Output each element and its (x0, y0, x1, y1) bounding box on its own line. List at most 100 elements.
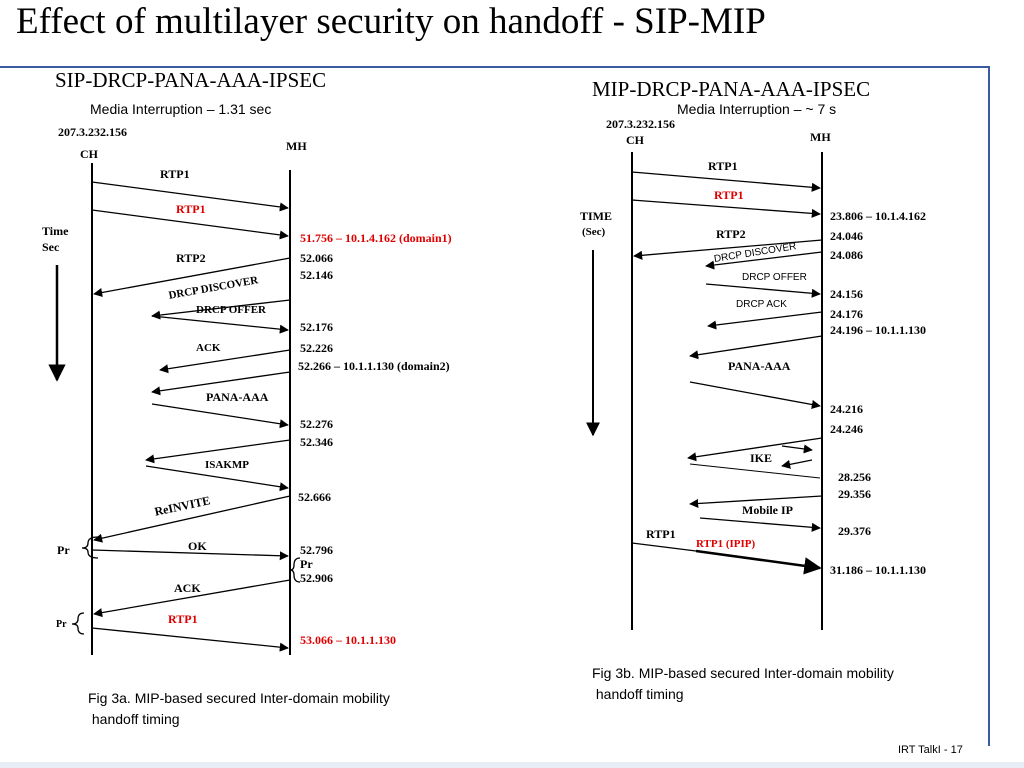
right-arrow-drcp-discover (705, 251, 823, 270)
left-header: SIP-DRCP-PANA-AAA-IPSEC (55, 68, 327, 92)
right-msg-pana: PANA-AAA (728, 359, 791, 373)
left-msg-ack2: ACK (174, 581, 201, 595)
right-arrow-pana-b (689, 381, 821, 409)
left-arrow-reinvite (93, 495, 291, 543)
right-sec-label: (Sec) (582, 226, 606, 238)
left-msg-ok: OK (188, 539, 207, 553)
left-time-11: 52.906 (300, 571, 333, 585)
left-ch-label: CH (80, 147, 98, 161)
right-time-3: 24.086 (830, 248, 863, 262)
right-media-interruption: Media Interruption – ~ 7 s (677, 101, 837, 117)
left-media-interruption: Media Interruption – 1.31 sec (90, 101, 272, 117)
right-header: MIP-DRCP-PANA-AAA-IPSEC (592, 77, 871, 101)
right-ch-label: CH (626, 133, 644, 147)
left-pr-brace-3 (71, 612, 85, 635)
right-arrow-rtp1-b (631, 199, 821, 218)
right-msg-ike: IKE (750, 451, 773, 465)
right-msg-rtp1-b: RTP1 (714, 188, 744, 202)
left-arrow-ack2 (93, 579, 291, 618)
right-ch-ip: 207.3.232.156 (606, 117, 675, 131)
left-time-12: 53.066 – 10.1.1.130 (300, 633, 396, 647)
left-msg-rtp1-b: RTP1 (176, 202, 206, 216)
left-msg-isakmp: ISAKMP (205, 459, 249, 471)
right-time-7: 24.216 (830, 402, 863, 416)
left-msg-rtp2: RTP2 (176, 251, 206, 265)
right-time-8: 24.246 (830, 422, 863, 436)
left-arrow-drcp-offer (151, 299, 291, 320)
left-time-10: 52.796 (300, 543, 333, 557)
right-arrow-ike-a (687, 437, 823, 462)
left-arrow-rtp1-c (91, 627, 289, 652)
right-arrow-pana-a (689, 335, 823, 360)
right-msg-rtp1-c: RTP1 (646, 527, 676, 541)
slide-footer: IRT TalkI - 17 (898, 744, 963, 756)
right-arrow-rtp1-a (631, 171, 821, 192)
right-msg-mobile-ip: Mobile IP (742, 503, 793, 517)
left-arrow-rtp2 (93, 257, 291, 297)
right-time-10: 29.356 (838, 487, 871, 501)
left-arrow-rtp1-a (91, 181, 289, 212)
right-arrow-rtp1-ipip (695, 549, 822, 575)
left-arrow-pana-b (151, 403, 289, 429)
left-pr-1: Pr (57, 543, 70, 557)
right-msg-rtp1-a: RTP1 (708, 159, 738, 173)
left-msg-rtp1-a: RTP1 (160, 167, 190, 181)
left-arrow-isakmp-a (145, 439, 291, 464)
right-msg-drcp-ack: DRCP ACK (736, 299, 787, 310)
right-divider (988, 66, 990, 746)
left-time-5: 52.226 (300, 341, 333, 355)
right-time-9: 28.256 (838, 470, 871, 484)
left-pr-2: Pr (300, 557, 313, 571)
top-divider (0, 66, 990, 68)
left-time-6: 52.266 – 10.1.1.130 (domain2) (298, 359, 450, 373)
left-msg-rtp1-c: RTP1 (168, 612, 198, 626)
right-arrow-mobileip-b (699, 517, 821, 532)
right-arrow-drcp-ack (707, 311, 823, 330)
bottom-strip (0, 762, 1024, 768)
left-sec-label: Sec (42, 240, 60, 254)
left-arrow-ack1 (159, 349, 291, 374)
right-time-2: 24.046 (830, 229, 863, 243)
right-time-5: 24.176 (830, 307, 863, 321)
right-arrow-rtp2 (633, 239, 823, 260)
left-time-3: 52.146 (300, 268, 333, 282)
left-time-1: 51.756 – 10.1.4.162 (domain1) (300, 231, 452, 245)
left-arrow-pana-a (151, 371, 291, 396)
right-arrow-rtp1-c (631, 542, 697, 552)
left-arrow-isakmp-b (145, 465, 289, 492)
left-caption-line1: Fig 3a. MIP-based secured Inter-domain m… (88, 690, 390, 706)
left-msg-pana: PANA-AAA (206, 390, 269, 404)
left-caption-line2: handoff timing (88, 711, 180, 727)
right-caption-line2: handoff timing (592, 686, 684, 702)
left-time-8: 52.346 (300, 435, 333, 449)
right-time-12: 31.186 – 10.1.1.130 (830, 563, 926, 577)
right-caption-line1: Fig 3b. MIP-based secured Inter-domain m… (592, 665, 894, 681)
left-pr-3: Pr (56, 619, 67, 630)
right-ike-small-a (781, 444, 813, 454)
right-time-label: TIME (580, 209, 613, 223)
right-arrow-mobileip-a (689, 495, 823, 509)
left-arrow-rtp1-b (91, 209, 289, 240)
left-time-label: Time (42, 224, 69, 238)
right-time-11: 29.376 (838, 524, 871, 538)
slide-title: Effect of multilayer security on handoff… (16, 1, 766, 42)
right-mh-label: MH (810, 130, 831, 144)
left-time-7: 52.276 (300, 417, 333, 431)
right-msg-rtp1-ipip: RTP1 (IPIP) (696, 538, 756, 550)
left-time-2: 52.066 (300, 251, 333, 265)
right-ike-small-b (781, 459, 813, 469)
left-arrow-ok (91, 549, 289, 561)
right-time-1: 23.806 – 10.1.4.162 (830, 209, 926, 223)
left-pr-brace-1 (81, 536, 99, 559)
right-msg-rtp2: RTP2 (716, 227, 746, 241)
right-time-6: 24.196 – 10.1.1.130 (830, 323, 926, 337)
left-msg-ack1: ACK (196, 342, 221, 354)
right-arrow-ike-b (689, 463, 821, 479)
left-ch-ip: 207.3.232.156 (58, 125, 127, 139)
right-msg-drcp-offer: DRCP OFFER (742, 272, 807, 283)
left-pr-brace-2 (289, 557, 301, 583)
right-time-4: 24.156 (830, 287, 863, 301)
left-arrow-drcp-discover (151, 315, 289, 334)
left-time-4: 52.176 (300, 320, 333, 334)
